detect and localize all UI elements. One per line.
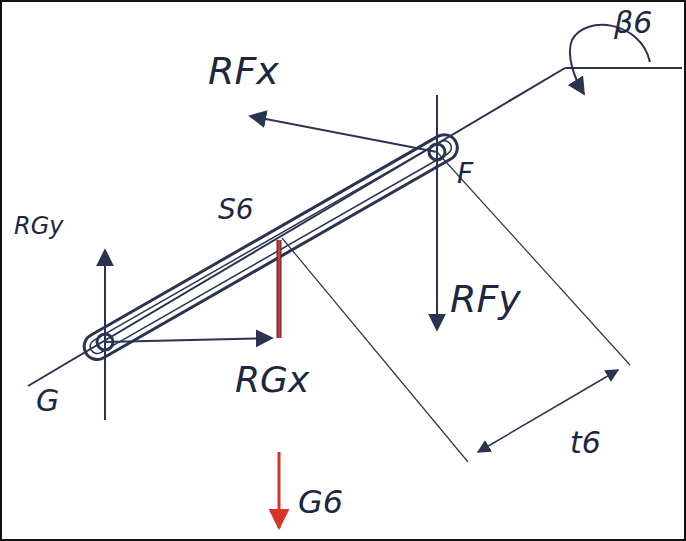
force-label: G6 bbox=[298, 486, 343, 518]
force-arrow bbox=[105, 338, 272, 342]
weight-line bbox=[278, 240, 281, 338]
link-body bbox=[79, 130, 462, 364]
force-label: G bbox=[36, 386, 59, 416]
force-label: RFy bbox=[450, 280, 521, 318]
force-label: RGx bbox=[235, 362, 309, 398]
extension-line bbox=[437, 152, 630, 365]
force-label: F bbox=[457, 160, 473, 188]
extension-line bbox=[282, 238, 468, 462]
link-axis bbox=[28, 68, 565, 386]
weight-arrow bbox=[278, 452, 281, 528]
force-label: S6 bbox=[218, 196, 254, 224]
force-label: t6 bbox=[570, 428, 601, 458]
force-label: RFx bbox=[208, 52, 279, 90]
force-label: β6 bbox=[614, 8, 652, 38]
reference-line bbox=[565, 67, 682, 69]
weight-line bbox=[277, 240, 282, 338]
force-label: RGy bbox=[14, 214, 63, 238]
force-arrow bbox=[250, 116, 437, 152]
force-arrow bbox=[104, 250, 106, 420]
force-arrow bbox=[436, 95, 438, 330]
